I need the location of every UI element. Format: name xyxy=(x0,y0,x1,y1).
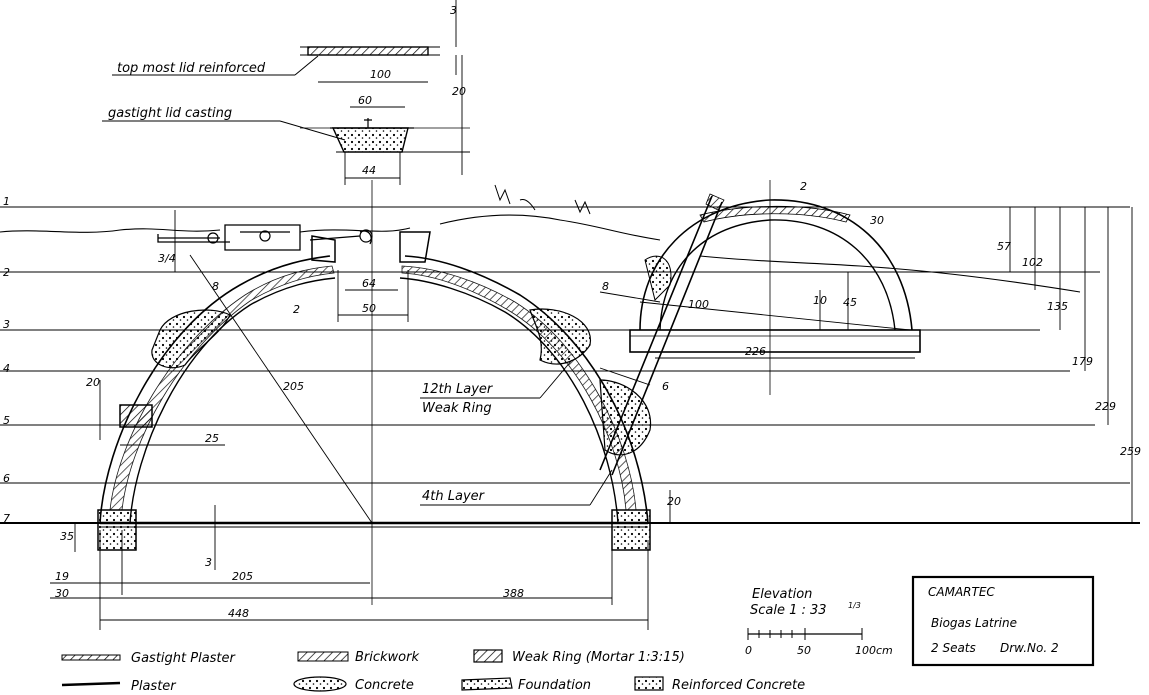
dim-57: 57 xyxy=(997,240,1011,253)
dim-10: 10 xyxy=(813,294,827,307)
legend: Gastight Plaster Brickwork Weak Ring (Mo… xyxy=(61,649,805,694)
scale-title: Elevation xyxy=(752,587,812,602)
dim-8-left: 8 xyxy=(212,280,219,293)
dimension-lines xyxy=(50,0,1133,630)
dim-205-radius: 205 xyxy=(283,380,304,393)
dim-388: 388 xyxy=(503,587,524,600)
dim-259: 259 xyxy=(1120,445,1141,458)
dim-2-left: 2 xyxy=(293,303,300,316)
dim-30: 30 xyxy=(55,587,69,600)
scale-text: Scale 1 : 33 xyxy=(750,603,827,618)
dim-19: 19 xyxy=(55,570,69,583)
level-marker-6: 6 xyxy=(3,472,10,485)
title-seats: 2 Seats xyxy=(931,641,976,655)
legend-label-foundation: Foundation xyxy=(518,678,591,693)
dim-20-lid: 20 xyxy=(452,85,466,98)
scale-block: Elevation Scale 1 : 33 1/3 0 50 100cm xyxy=(745,587,893,657)
legend-swatch-concrete xyxy=(293,676,347,692)
title-main: Biogas Latrine xyxy=(931,616,1017,630)
dim-25: 25 xyxy=(205,432,219,445)
level-marker-4: 4 xyxy=(3,362,10,375)
legend-label-gastight-plaster: Gastight Plaster xyxy=(131,651,237,666)
level-marker-5: 5 xyxy=(3,414,10,427)
scale-tick-100: 100cm xyxy=(855,644,893,657)
scale-tick-50: 50 xyxy=(797,644,811,657)
legend-swatch-weak-ring xyxy=(473,649,503,663)
dim-50: 50 xyxy=(362,302,376,315)
dim-6: 6 xyxy=(662,380,669,393)
dim-45: 45 xyxy=(843,296,857,309)
callout-4th-layer: 4th Layer xyxy=(422,489,486,504)
title-org: CAMARTEC xyxy=(928,585,995,599)
dim-100: 100 xyxy=(370,68,391,81)
grass-tuft xyxy=(494,184,591,215)
dim-30-right: 30 xyxy=(870,214,884,227)
legend-label-plaster: Plaster xyxy=(131,679,177,694)
dim-100-right: 100 xyxy=(688,298,709,311)
dim-35: 35 xyxy=(60,530,74,543)
title-block: CAMARTEC Biogas Latrine 2 Seats Drw.No. … xyxy=(911,575,1095,667)
dim-60: 60 xyxy=(358,94,372,107)
level-marker-2: 2 xyxy=(3,266,10,279)
latrine-dome xyxy=(629,180,921,395)
dim-448: 448 xyxy=(228,607,249,620)
legend-label-brickwork: Brickwork xyxy=(355,650,419,665)
legend-swatch-plaster xyxy=(61,681,121,687)
title-drawing-no: Drw.No. 2 xyxy=(1000,641,1059,655)
scale-tick-0: 0 xyxy=(745,644,752,657)
legend-swatch-brickwork xyxy=(297,651,349,662)
dim-64: 64 xyxy=(362,277,376,290)
dim-20-ring: 20 xyxy=(86,376,100,389)
dim-3-top: 3 xyxy=(450,4,457,17)
dim-44: 44 xyxy=(362,164,376,177)
level-marker-3: 3 xyxy=(3,318,10,331)
callout-weak-ring: Weak Ring xyxy=(422,401,492,416)
dim-2-right: 2 xyxy=(800,180,807,193)
dimension-labels: 3 100 20 60 44 64 50 3/4 8 2 205 20 25 3… xyxy=(55,4,1141,620)
dim-3-4: 3/4 xyxy=(158,252,176,265)
dim-179: 179 xyxy=(1072,355,1093,368)
dim-102: 102 xyxy=(1022,256,1043,269)
main-dome xyxy=(97,180,725,605)
dim-135: 135 xyxy=(1047,300,1068,313)
dim-8-right: 8 xyxy=(602,280,609,293)
legend-swatch-reinforced-concrete xyxy=(634,676,664,691)
legend-label-reinforced-concrete: Reinforced Concrete xyxy=(672,678,805,693)
scale-fraction: 1/3 xyxy=(848,601,861,610)
callout-12th-layer: 12th Layer xyxy=(422,382,494,397)
dim-226: 226 xyxy=(745,345,766,358)
level-markers: 1 2 3 4 5 6 7 xyxy=(3,195,10,525)
legend-swatch-foundation xyxy=(461,677,513,691)
dim-20-floor: 20 xyxy=(667,495,681,508)
legend-swatch-gastight-plaster xyxy=(61,654,121,661)
level-marker-1: 1 xyxy=(3,195,10,208)
gastight-lid-label: gastight lid casting xyxy=(108,106,232,121)
legend-label-concrete: Concrete xyxy=(355,678,414,693)
level-marker-7: 7 xyxy=(3,512,10,525)
dim-205-base: 205 xyxy=(232,570,253,583)
dim-229: 229 xyxy=(1095,400,1116,413)
dim-3-floor: 3 xyxy=(205,556,212,569)
top-lid-label: top most lid reinforced xyxy=(117,61,266,76)
lid-leaders xyxy=(102,55,346,141)
legend-label-weak-ring: Weak Ring (Mortar 1:3:15) xyxy=(512,650,685,665)
lids xyxy=(300,46,470,153)
